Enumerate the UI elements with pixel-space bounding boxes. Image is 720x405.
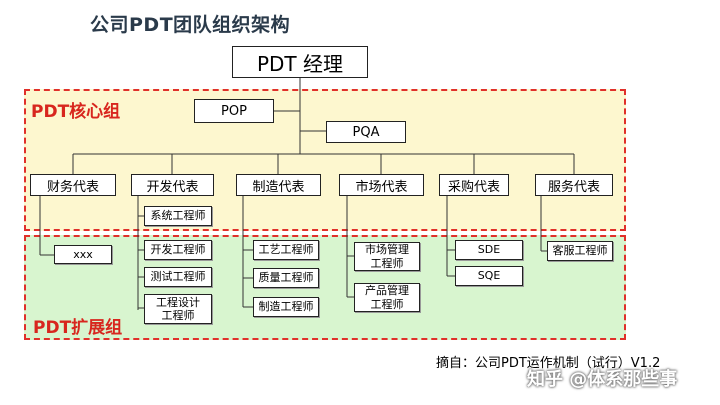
core-group-zone	[24, 89, 626, 231]
service-rep-node: 服务代表	[535, 174, 613, 196]
test-engineer-node: 测试工程师	[144, 267, 212, 287]
zhihu-watermark: 知乎 @体系那些事	[527, 369, 678, 390]
process-engineer-node: 工艺工程师	[253, 240, 319, 260]
manufacturing-rep-node: 制造代表	[236, 174, 321, 196]
source-citation: 摘自：公司PDT运作机制（试行）V1.2	[436, 356, 661, 371]
manufacturing-engineer-node: 制造工程师	[253, 297, 319, 317]
market-management-engineer-node: 市场管理 工程师	[354, 242, 420, 271]
sqe-node: SQE	[455, 266, 523, 286]
system-engineer-node: 系统工程师	[144, 206, 212, 226]
finance-subrole-xxx: xxx	[54, 245, 112, 264]
finance-rep-node: 财务代表	[30, 174, 116, 196]
product-management-engineer-node: 产品管理 工程师	[354, 283, 420, 312]
development-rep-node: 开发代表	[131, 174, 214, 196]
customer-service-engineer-node: 客服工程师	[547, 241, 613, 261]
quality-engineer-node: 质量工程师	[253, 268, 319, 288]
pqa-node: PQA	[326, 121, 406, 143]
development-engineer-node: 开发工程师	[144, 240, 212, 260]
engineering-design-engineer-node: 工程设计 工程师	[144, 294, 212, 324]
extended-group-label: PDT扩展组	[33, 318, 123, 338]
pdt-manager-node: PDT 经理	[232, 46, 368, 78]
core-group-label: PDT核心组	[31, 102, 121, 122]
procurement-rep-node: 采购代表	[439, 174, 509, 196]
marketing-rep-node: 市场代表	[339, 174, 424, 196]
sde-node: SDE	[455, 240, 523, 260]
extended-group-zone	[24, 235, 626, 340]
diagram-title: 公司PDT团队组织架构	[90, 14, 291, 36]
pop-node: POP	[194, 99, 274, 123]
